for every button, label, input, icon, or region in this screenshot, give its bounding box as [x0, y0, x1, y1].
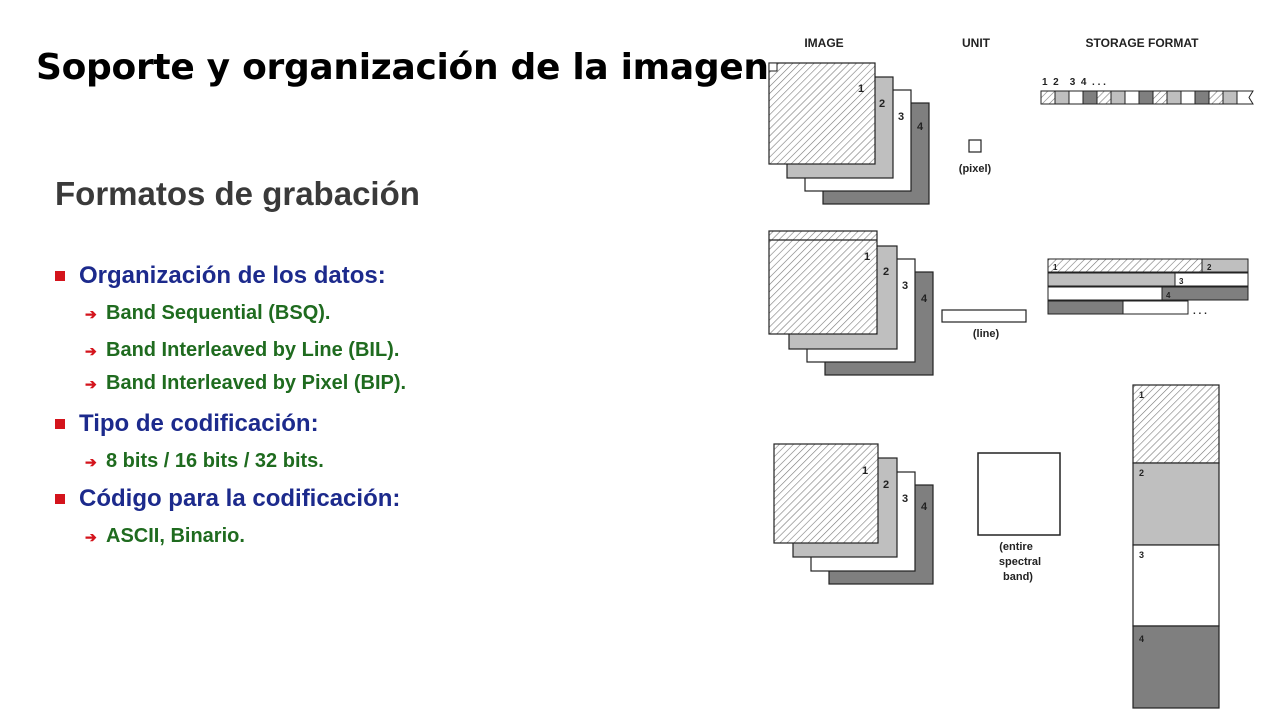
- slide-title: Soporte y organización de la imagen: [36, 47, 769, 88]
- arrow-bullet-icon: ➔: [85, 376, 97, 392]
- sub-bullet-item: ➔ ASCII, Binario.: [85, 523, 245, 549]
- sub-bullet-item: ➔ Band Sequential (BSQ).: [85, 300, 330, 326]
- band-label: 2: [879, 98, 885, 110]
- image-stack-line: 1 2 3 4: [768, 230, 934, 376]
- header-unit: UNIT: [962, 36, 991, 50]
- unit-label-line: (line): [973, 328, 1000, 340]
- arrow-bullet-icon: ➔: [85, 454, 97, 470]
- square-bullet-icon: [55, 494, 65, 504]
- line-unit-icon: [941, 309, 1027, 323]
- band-unit-icon: [977, 452, 1061, 536]
- arrow-bullet-icon: ➔: [85, 343, 97, 359]
- bullet-item: Organización de los datos:: [55, 262, 386, 290]
- square-bullet-icon: [55, 419, 65, 429]
- bullet-item: Código para la codificación:: [55, 485, 400, 513]
- band-sequential-column: 1 2 3 4: [1132, 384, 1220, 709]
- band-label: 3: [902, 493, 908, 505]
- strip-band-label: 1: [1053, 263, 1058, 272]
- strip-band-label: 2: [1207, 263, 1212, 272]
- unit-label-pixel: (pixel): [959, 163, 992, 175]
- sub-bullet-item: ➔ Band Interleaved by Pixel (BIP).: [85, 370, 406, 396]
- bullet-text: Organización de los datos:: [79, 262, 386, 289]
- header-image: IMAGE: [804, 36, 843, 50]
- sub-bullet-text: ASCII, Binario.: [106, 525, 245, 547]
- bullet-item: Tipo de codificación:: [55, 410, 319, 438]
- header-storage-format: STORAGE FORMAT: [1086, 36, 1200, 50]
- unit-label-band: spectral: [999, 556, 1041, 568]
- column-band-label: 1: [1139, 390, 1144, 400]
- unit-label-band: (entire: [999, 541, 1033, 553]
- square-bullet-icon: [55, 271, 65, 281]
- pixel-unit-icon: [968, 139, 982, 153]
- section-heading: Formatos de grabación: [55, 175, 420, 212]
- band-label: 1: [862, 465, 868, 477]
- band-label: 3: [902, 280, 908, 292]
- bullet-text: Tipo de codificación:: [79, 410, 319, 437]
- band-label: 1: [858, 83, 864, 95]
- band-label: 4: [921, 293, 928, 305]
- pixel-sequence-label: 1 2 3 4 . . .: [1042, 77, 1106, 88]
- band-label: 4: [921, 501, 928, 513]
- sub-bullet-item: ➔ Band Interleaved by Line (BIL).: [85, 337, 399, 363]
- line-interleaved-strip: 1 2 3 4 . . .: [1047, 258, 1249, 317]
- band-label: 1: [864, 251, 870, 263]
- band-label: 4: [917, 121, 924, 133]
- strip-ellipsis: . . .: [1193, 306, 1207, 317]
- storage-format-diagram: IMAGE UNIT STORAGE FORMAT 1 2 3 4 (pixel…: [768, 36, 1254, 709]
- strip-band-label: 3: [1179, 277, 1184, 286]
- pixel-interleaved-strip: [1040, 90, 1254, 105]
- sub-bullet-text: Band Sequential (BSQ).: [106, 302, 331, 324]
- sub-bullet-text: Band Interleaved by Line (BIL).: [106, 339, 400, 361]
- sub-bullet-item: ➔ 8 bits / 16 bits / 32 bits.: [85, 448, 324, 474]
- column-band-label: 4: [1139, 634, 1144, 644]
- band-label: 2: [883, 479, 889, 491]
- image-stack-pixel: 1 2 3 4: [768, 62, 930, 205]
- unit-label-band: band): [1003, 571, 1033, 583]
- image-stack-band: 1 2 3 4: [773, 443, 934, 585]
- arrow-bullet-icon: ➔: [85, 529, 97, 545]
- sub-bullet-text: Band Interleaved by Pixel (BIP).: [106, 372, 407, 394]
- sub-bullet-text: 8 bits / 16 bits / 32 bits.: [106, 450, 324, 472]
- column-band-label: 3: [1139, 550, 1144, 560]
- arrow-bullet-icon: ➔: [85, 306, 97, 322]
- strip-band-label: 4: [1166, 291, 1171, 300]
- band-label: 3: [898, 111, 904, 123]
- column-band-label: 2: [1139, 468, 1144, 478]
- band-label: 2: [883, 266, 889, 278]
- bullet-text: Código para la codificación:: [79, 485, 401, 512]
